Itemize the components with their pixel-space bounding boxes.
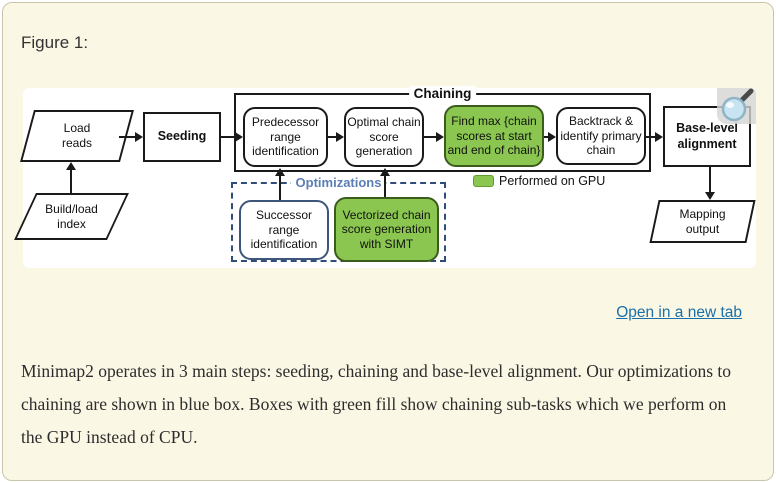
caption-line-2: chaining are shown in blue box. Boxes wi…	[21, 394, 727, 414]
node-backtrack: Backtrack & identify primary chain	[556, 107, 646, 165]
arrowhead-baselevel-to-mapping	[705, 192, 715, 200]
optimal-chain-score-label: Optimal chain score generation	[347, 115, 421, 159]
optimizations-label: Optimizations	[290, 175, 387, 190]
base-level-alignment-label: Base-level alignment	[676, 121, 738, 151]
predecessor-range-label: Predecessor range identification	[251, 115, 320, 159]
arrowhead-optimal-to-findmax	[436, 132, 444, 142]
arrow-build-to-load	[70, 169, 72, 193]
figure-image[interactable]: Load reads Build/load index Seeding Chai…	[14, 86, 756, 268]
node-successor-range: Successor range identification	[239, 200, 329, 260]
arrow-optimal-to-findmax	[424, 136, 436, 138]
node-base-level-alignment: Base-level alignment	[663, 106, 751, 167]
arrowhead-vectorized-to-optimal	[380, 168, 390, 176]
caption-line-1: Minimap2 operates in 3 main steps: seedi…	[21, 361, 732, 381]
arrowhead-backtrack-to-baselevel	[655, 132, 663, 142]
arrowhead-predecessor-to-optimal	[336, 132, 344, 142]
node-predecessor-range: Predecessor range identification	[243, 107, 328, 167]
node-find-max: Find max {chain scores at start and end …	[444, 105, 544, 167]
arrow-predecessor-to-optimal	[328, 136, 336, 138]
arrowhead-findmax-to-backtrack	[548, 132, 556, 142]
find-max-label: Find max {chain scores at start and end …	[447, 114, 541, 158]
node-load-reads: Load reads	[20, 110, 134, 162]
node-seeding: Seeding	[143, 112, 221, 162]
arrowhead-build-to-load	[66, 162, 76, 170]
node-optimal-chain-score: Optimal chain score generation	[344, 107, 424, 167]
open-in-new-tab-link[interactable]: Open in a new tab	[616, 304, 742, 321]
gpu-legend: Performed on GPU	[473, 174, 605, 188]
arrowhead-seeding-to-predecessor	[235, 132, 243, 142]
seeding-label: Seeding	[157, 129, 207, 144]
vectorized-chain-score-label: Vectorized chain score generation with S…	[341, 207, 432, 251]
backtrack-label: Backtrack & identify primary chain	[560, 114, 642, 158]
arrowhead-successor-to-predecessor	[275, 168, 285, 176]
successor-range-label: Successor range identification	[250, 208, 318, 252]
zoom-image-button[interactable]	[717, 88, 756, 124]
load-reads-label: Load reads	[61, 121, 93, 150]
gpu-legend-swatch	[473, 175, 494, 187]
arrowhead-load-to-seeding	[135, 132, 143, 142]
optimizations-container: Optimizations	[231, 175, 446, 262]
caption-line-3: the GPU instead of CPU.	[21, 427, 198, 447]
arrow-successor-to-predecessor	[279, 175, 281, 200]
magnifier-zoom-icon	[721, 88, 754, 122]
arrow-load-to-seeding	[119, 136, 135, 138]
arrow-findmax-to-backtrack	[544, 136, 548, 138]
node-build-load-index: Build/load index	[14, 193, 129, 240]
build-load-index-label: Build/load index	[45, 201, 98, 231]
arrow-baselevel-to-mapping	[709, 167, 711, 193]
arrow-vectorized-to-optimal	[384, 175, 386, 197]
gpu-legend-label: Performed on GPU	[499, 174, 606, 188]
mapping-output-label: Mapping output	[679, 206, 726, 236]
node-vectorized-chain-score: Vectorized chain score generation with S…	[334, 197, 439, 262]
figure-title: Figure 1:	[21, 33, 89, 52]
node-mapping-output: Mapping output	[649, 200, 756, 243]
figure-caption: Minimap2 operates in 3 main steps: seedi…	[21, 355, 761, 454]
chaining-label: Chaining	[408, 86, 477, 101]
arrow-seeding-to-predecessor	[221, 136, 235, 138]
arrow-backtrack-to-baselevel	[646, 136, 655, 138]
